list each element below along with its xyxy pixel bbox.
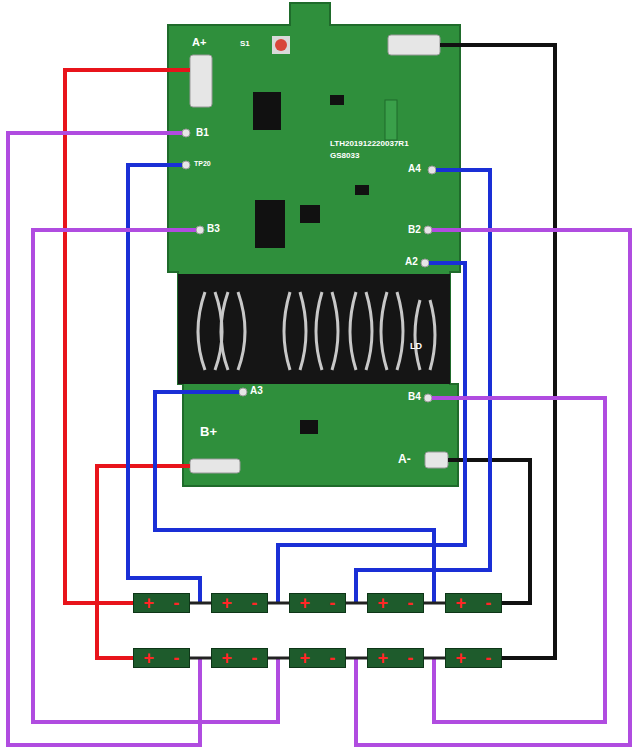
battery-cell: +- (133, 593, 190, 613)
battery-cell: +- (211, 648, 268, 668)
negative-terminal: - (407, 649, 413, 667)
negative-terminal: - (329, 594, 335, 612)
negative-terminal: - (407, 594, 413, 612)
battery-cell: +- (445, 593, 502, 613)
solder-pad (388, 35, 440, 55)
solder-pad (425, 452, 448, 468)
negative-terminal: - (251, 594, 257, 612)
ic-chip (255, 200, 285, 248)
negative-terminal: - (173, 649, 179, 667)
blue-wire (356, 170, 490, 603)
positive-terminal: + (222, 649, 233, 667)
test-pad (424, 394, 432, 402)
cell-link (190, 657, 211, 660)
pin-label: A+ (192, 36, 206, 48)
black-wire (440, 45, 555, 658)
test-pad (421, 259, 429, 267)
component (385, 100, 397, 140)
test-pad (182, 129, 190, 137)
purple-wire (356, 230, 630, 745)
cell-link (424, 657, 445, 660)
component (300, 420, 318, 434)
ic-chip (253, 92, 281, 130)
blue-wire (278, 263, 465, 603)
positive-terminal: + (144, 649, 155, 667)
pin-label: B3 (207, 223, 220, 234)
connector-terminals (198, 292, 435, 370)
solder-pad (190, 55, 212, 107)
test-pad (428, 166, 436, 174)
purple-wire (8, 133, 200, 745)
positive-terminal: + (378, 594, 389, 612)
cell-link (268, 602, 289, 605)
positive-terminal: + (300, 594, 311, 612)
battery-cell: +- (367, 648, 424, 668)
positive-terminal: + (456, 594, 467, 612)
board-marking: LD (410, 342, 422, 352)
pin-label: A- (398, 453, 411, 466)
battery-cell: +- (133, 648, 190, 668)
pin-label: B2 (408, 224, 421, 235)
negative-terminal: - (173, 594, 179, 612)
purple-wire (432, 398, 605, 722)
purple-wire (33, 230, 278, 722)
cell-link (346, 657, 367, 660)
battery-cell: +- (445, 648, 502, 668)
test-pad (182, 161, 190, 169)
test-point-label: TP20 (194, 160, 211, 168)
component (355, 185, 369, 195)
pcb (168, 3, 460, 486)
pin-label: B4 (408, 391, 421, 402)
button (275, 39, 287, 51)
ic-chip (300, 205, 320, 223)
terminal (198, 292, 222, 370)
red-wire (97, 466, 190, 658)
cell-link (268, 657, 289, 660)
wires (8, 45, 630, 745)
battery-cell: +- (289, 648, 346, 668)
connector-housing (178, 274, 450, 384)
board-marking: GS8033 (330, 152, 359, 161)
negative-terminal: - (485, 649, 491, 667)
cell-link (190, 602, 211, 605)
cell-link (424, 602, 445, 605)
terminal (316, 292, 338, 370)
pin-label: A4 (408, 163, 421, 174)
pin-label: A3 (250, 385, 263, 396)
terminal (415, 300, 435, 370)
pin-label: B+ (200, 425, 217, 439)
pin-label: A2 (405, 256, 418, 267)
positive-terminal: + (378, 649, 389, 667)
button-base (272, 36, 290, 54)
component-label: S1 (240, 40, 250, 49)
terminal (350, 292, 372, 370)
battery-cell: +- (211, 593, 268, 613)
test-pad (239, 388, 247, 396)
terminal (284, 292, 306, 370)
negative-terminal: - (485, 594, 491, 612)
battery-cell: +- (289, 593, 346, 613)
pcb-board (168, 3, 460, 486)
component (330, 95, 344, 105)
positive-terminal: + (144, 594, 155, 612)
positive-terminal: + (300, 649, 311, 667)
test-pad (424, 226, 432, 234)
terminal (221, 292, 245, 370)
solder-pad (190, 459, 240, 473)
test-pad (196, 226, 204, 234)
cell-link (346, 602, 367, 605)
battery-cell: +- (367, 593, 424, 613)
test-pads (182, 129, 436, 402)
pin-label: B1 (196, 127, 209, 138)
board-marking: LTH201912220037R1 (330, 140, 409, 149)
negative-terminal: - (251, 649, 257, 667)
negative-terminal: - (329, 649, 335, 667)
positive-terminal: + (456, 649, 467, 667)
positive-terminal: + (222, 594, 233, 612)
terminal (381, 292, 403, 370)
